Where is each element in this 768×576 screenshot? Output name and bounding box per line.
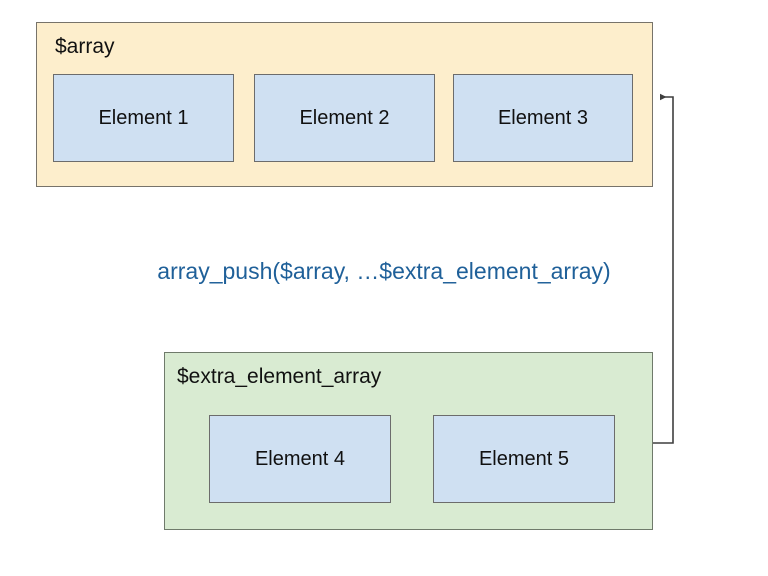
array-element-3-label: Element 3 xyxy=(497,107,589,129)
function-call-caption: array_push($array, …$extra_element_array… xyxy=(157,258,611,284)
extra-element-4-label: Element 4 xyxy=(254,448,346,470)
extra-element-array-container: $extra_element_array Element 4 Element 5 xyxy=(164,352,653,530)
array-element-2-label: Element 2 xyxy=(299,107,390,129)
extra-element-4: Element 4 xyxy=(209,415,391,503)
array-element-1: Element 1 xyxy=(53,74,234,162)
array-container: $array Element 1 Element 2 Element 3 xyxy=(36,22,653,187)
array-element-1-label: Element 1 xyxy=(98,107,189,129)
extra-element-array-container-label: $extra_element_array xyxy=(177,365,382,388)
extra-element-5: Element 5 xyxy=(433,415,615,503)
array-container-label: $array xyxy=(55,35,115,58)
array-element-3: Element 3 xyxy=(453,74,633,162)
array-element-2: Element 2 xyxy=(254,74,435,162)
extra-element-5-label: Element 5 xyxy=(478,448,570,470)
